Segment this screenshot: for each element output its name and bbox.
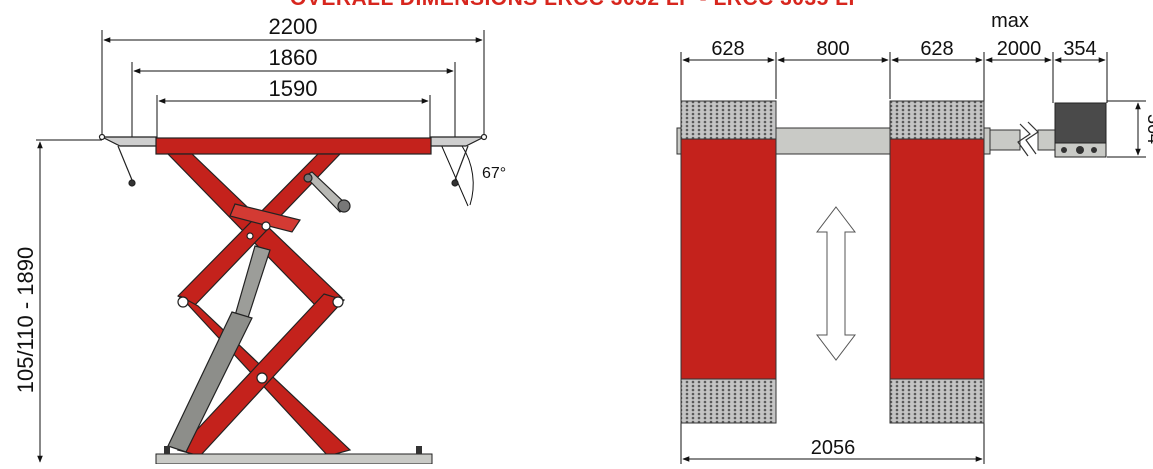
- base-foot-left: [164, 446, 170, 454]
- dim-hose-max-label: 2000: [997, 38, 1042, 60]
- hose-segment-left: [989, 129, 1021, 151]
- base-foot-right: [416, 446, 422, 454]
- control-box: [1054, 102, 1107, 144]
- break-symbol-right: [1025, 121, 1039, 155]
- dim-mid-width-label: 1860: [269, 45, 318, 70]
- dim-platform-length-label: 2056: [811, 437, 856, 459]
- release-handle: [303, 171, 351, 213]
- angle-ray: [439, 141, 469, 207]
- left-platform: [680, 100, 777, 424]
- hose-segment-right: [1037, 129, 1057, 151]
- right-ramp-rear: [889, 378, 985, 424]
- hydraulic-cylinder: [167, 245, 271, 453]
- right-ramp-front: [889, 100, 985, 140]
- arm-angle-label: 67°: [482, 165, 506, 182]
- break-symbol-left: [1017, 123, 1031, 157]
- diagram-title: OVERALL DIMENSIONS LRCC 3032 LP - LRCC 3…: [0, 0, 1153, 11]
- dim-gap-label: 800: [816, 38, 849, 60]
- side-view: 2200 1860 1590 105/110 - 1890 67°: [13, 14, 506, 465]
- top-dimension-lines: [682, 57, 1141, 462]
- side-platform: [155, 137, 432, 155]
- left-ramp-rear: [680, 378, 777, 424]
- double-arrow-vertical-icon: [815, 206, 857, 361]
- dim-box-depth-label: 364: [1144, 114, 1153, 144]
- right-runway: [889, 138, 985, 380]
- left-ramp-front: [680, 100, 777, 140]
- control-box-fittings: [1061, 146, 1097, 154]
- right-platform: [889, 100, 985, 424]
- left-swing-arm: [98, 133, 158, 187]
- side-extension-lines: [36, 30, 485, 141]
- top-view: 628 800 628 max 2000 354 364 2056: [676, 10, 1153, 464]
- side-dimension-lines: [37, 37, 483, 463]
- dim-platform-width-label: 1590: [269, 76, 318, 101]
- dim-hose-max-prefix: max: [991, 10, 1029, 32]
- dim-total-width-label: 2200: [269, 14, 318, 39]
- scissor-pivots: [177, 221, 344, 384]
- right-swing-arm: [429, 133, 488, 187]
- dim-left-platform-label: 628: [711, 38, 744, 60]
- dim-height-label: 105/110 - 1890: [13, 247, 38, 393]
- dim-right-platform-label: 628: [920, 38, 953, 60]
- side-base-frame: [155, 453, 433, 465]
- left-runway: [680, 138, 777, 380]
- dim-box-width-label: 354: [1063, 38, 1096, 60]
- angle-arc: [461, 145, 474, 206]
